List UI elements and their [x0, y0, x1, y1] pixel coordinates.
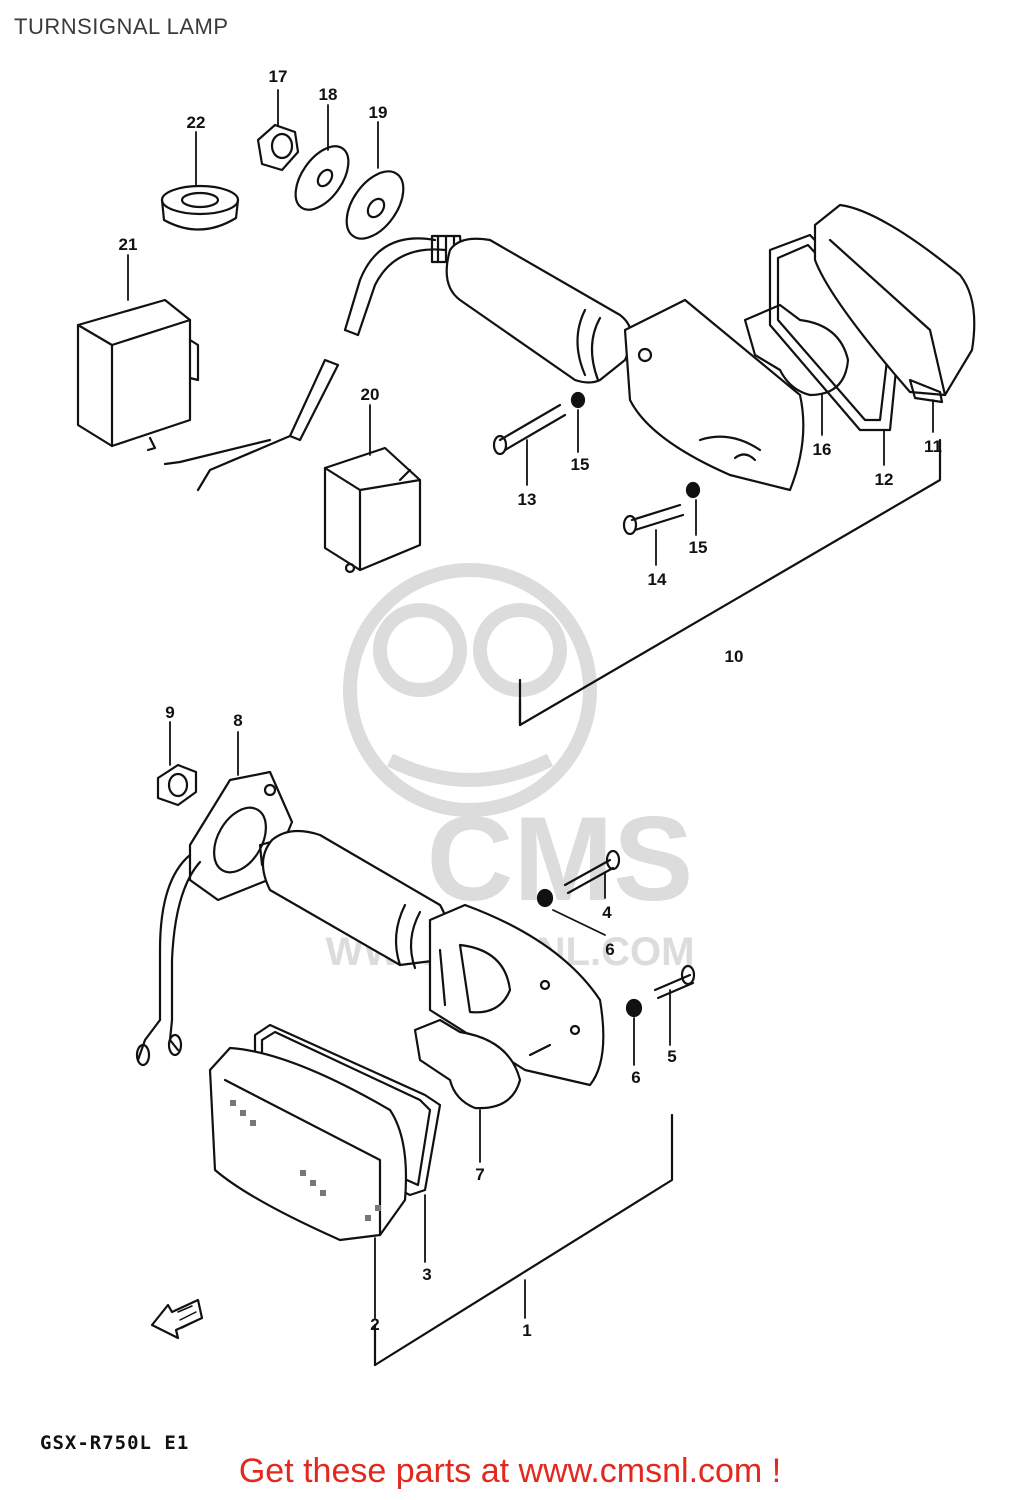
part-14-screw	[622, 503, 685, 536]
callout-6-upper: 6	[605, 940, 614, 959]
callout-17: 17	[269, 67, 288, 86]
callout-2: 2	[370, 1315, 379, 1334]
callout-8: 8	[233, 711, 242, 730]
page-title: TURNSIGNAL LAMP	[14, 14, 229, 39]
callout-6-lower: 6	[631, 1068, 640, 1087]
watermark-logo-text: CMS	[427, 792, 694, 926]
part-18-washer	[294, 145, 350, 211]
callout-18: 18	[319, 85, 338, 104]
callout-12: 12	[875, 470, 894, 489]
callout-9: 9	[165, 703, 174, 722]
part-19-washer	[345, 170, 405, 240]
callout-21: 21	[119, 235, 138, 254]
callout-3: 3	[422, 1265, 431, 1284]
part-6-nut-upper	[536, 888, 554, 908]
front-arrow-icon	[150, 1298, 204, 1340]
callout-19: 19	[369, 103, 388, 122]
part-9-nut	[156, 763, 198, 807]
callouts: 17 18 19 22 21 20 13 15 14 15 16 12 11 1…	[119, 67, 942, 1340]
part-22-grommet	[160, 184, 240, 231]
part-15-nut-lower	[685, 481, 701, 499]
part-17-nut	[256, 123, 300, 172]
callout-13: 13	[518, 490, 537, 509]
callout-14: 14	[648, 570, 667, 589]
callout-15-lower: 15	[689, 538, 708, 557]
callout-10: 10	[725, 647, 744, 666]
callout-22: 22	[187, 113, 206, 132]
part-20-relay	[323, 446, 422, 574]
part-1-turnsignal-lower	[135, 829, 674, 1367]
callout-5: 5	[667, 1047, 676, 1066]
part-15-nut-upper	[570, 391, 586, 409]
callout-4: 4	[602, 903, 612, 922]
part-4-screw	[563, 849, 621, 895]
part-5-screw	[653, 964, 696, 1000]
callout-15-upper: 15	[571, 455, 590, 474]
leader-lines	[127, 89, 934, 1319]
watermark-mascot-icon	[343, 563, 597, 817]
callout-11: 11	[924, 437, 942, 456]
part-10-turnsignal-upper	[163, 203, 976, 727]
part-6-nut-lower	[625, 998, 643, 1018]
callout-16: 16	[813, 440, 832, 459]
callout-20: 20	[361, 385, 380, 404]
cta-link[interactable]: Get these parts at www.cmsnl.com !	[238, 1452, 782, 1490]
callout-1: 1	[522, 1321, 531, 1340]
part-13-screw	[492, 403, 567, 456]
part-21-relay	[76, 298, 200, 452]
callout-7: 7	[475, 1165, 484, 1184]
model-code: GSX-R750L E1	[40, 1432, 190, 1454]
